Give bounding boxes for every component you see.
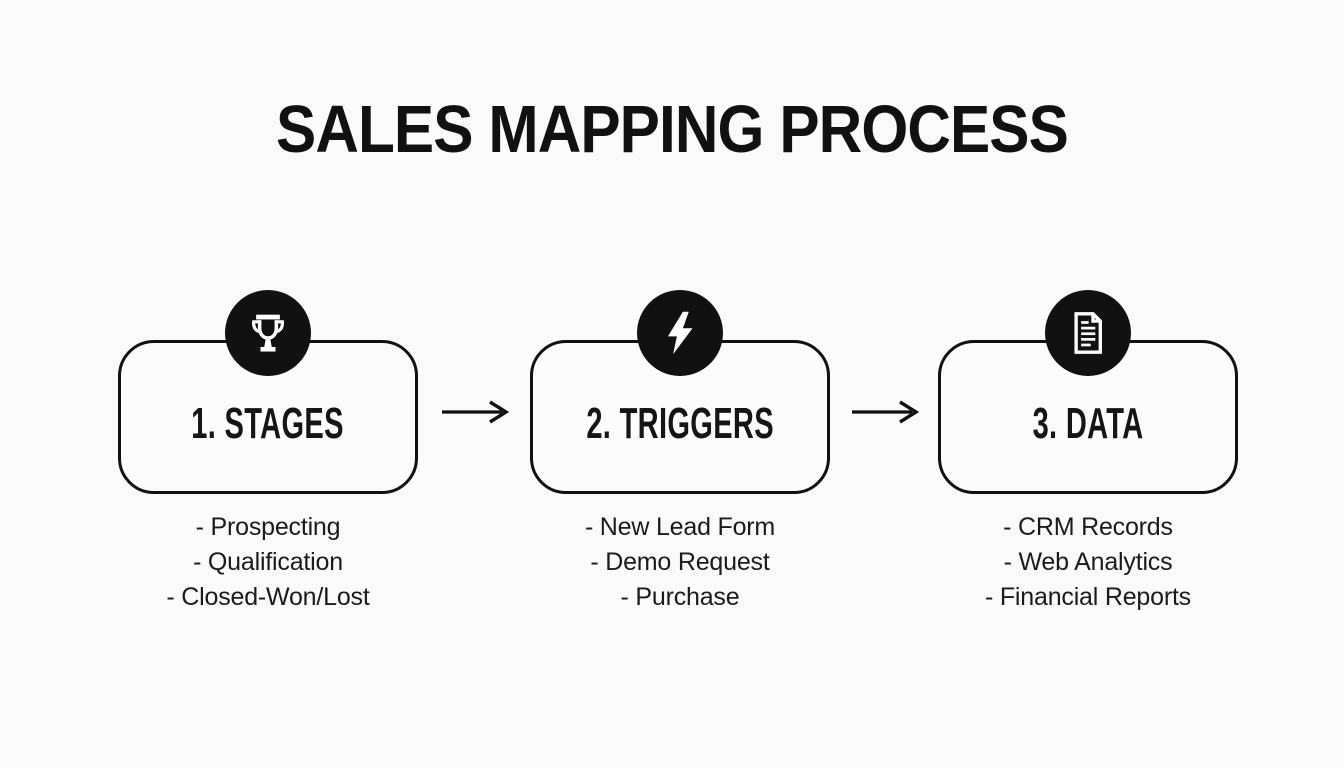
- step-data-items: - CRM Records - Web Analytics - Financia…: [938, 510, 1238, 615]
- step-stages-label: 1. STAGES: [191, 399, 345, 448]
- step-triggers-box: 2. TRIGGERS: [530, 340, 830, 494]
- list-item: - Financial Reports: [984, 583, 1191, 611]
- list-item: - Closed-Won/Lost: [166, 583, 370, 611]
- list-item: - New Lead Form: [584, 513, 776, 541]
- step-data: 3. DATA - CRM Records - Web Analytics - …: [938, 290, 1238, 615]
- step-data-badge: [1045, 290, 1131, 376]
- step-triggers: 2. TRIGGERS - New Lead Form - Demo Reque…: [530, 290, 830, 615]
- trophy-icon: [252, 314, 284, 352]
- document-icon: [1074, 312, 1102, 354]
- list-item: - Prospecting: [195, 513, 341, 541]
- step-triggers-items: - New Lead Form - Demo Request - Purchas…: [530, 510, 830, 615]
- step-stages: 1. STAGES - Prospecting - Qualification …: [118, 290, 418, 615]
- step-stages-badge: [225, 290, 311, 376]
- step-triggers-label: 2. TRIGGERS: [586, 399, 774, 448]
- right-arrow-icon: [442, 400, 509, 424]
- list-item: - Purchase: [620, 583, 740, 611]
- lightning-icon: [667, 311, 693, 355]
- list-item: - Demo Request: [590, 548, 770, 576]
- list-item: - Qualification: [193, 548, 343, 576]
- list-item: - Web Analytics: [1003, 548, 1173, 576]
- step-triggers-badge: [637, 290, 723, 376]
- page-title: SALES MAPPING PROCESS: [0, 96, 1344, 163]
- step-data-label: 3. DATA: [1032, 399, 1144, 448]
- right-arrow-icon: [852, 400, 919, 424]
- page-title-text: SALES MAPPING PROCESS: [276, 92, 1069, 167]
- list-item: - CRM Records: [1003, 513, 1173, 541]
- step-stages-items: - Prospecting - Qualification - Closed-W…: [118, 510, 418, 615]
